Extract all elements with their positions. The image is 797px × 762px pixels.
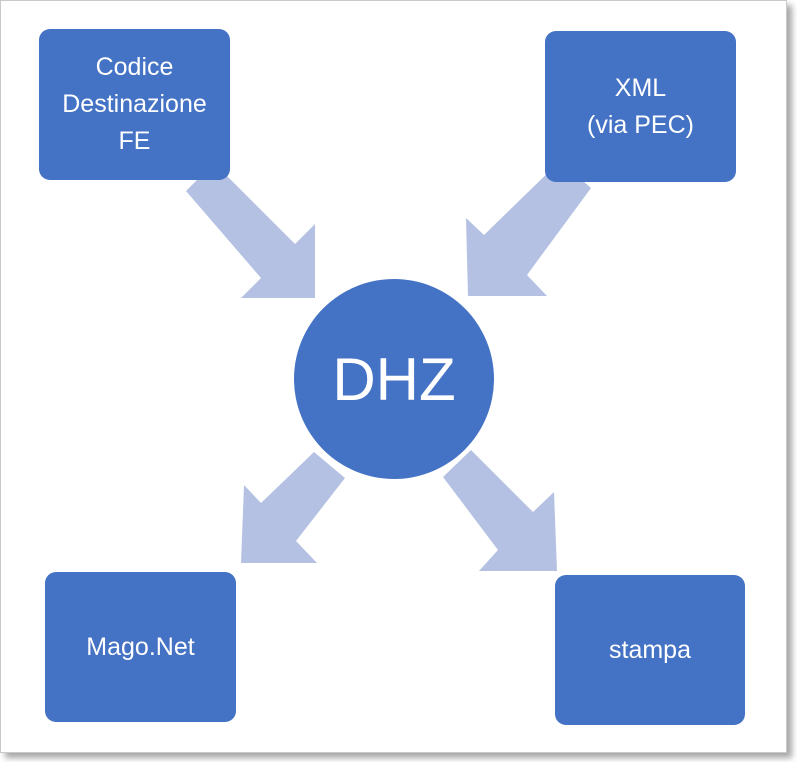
arrow-input-xml xyxy=(466,161,591,296)
node-dhz: DHZ xyxy=(294,279,494,479)
node-codice-destinazione-fe: Codice Destinazione FE xyxy=(39,29,230,180)
node-xml-via-pec: XML (via PEC) xyxy=(545,31,736,182)
node-stampa: stampa xyxy=(555,575,745,725)
arrow-output-stampa xyxy=(443,450,557,571)
node-mago-net: Mago.Net xyxy=(45,572,236,722)
arrow-output-mago xyxy=(241,452,345,563)
arrow-input-codice xyxy=(186,163,315,298)
